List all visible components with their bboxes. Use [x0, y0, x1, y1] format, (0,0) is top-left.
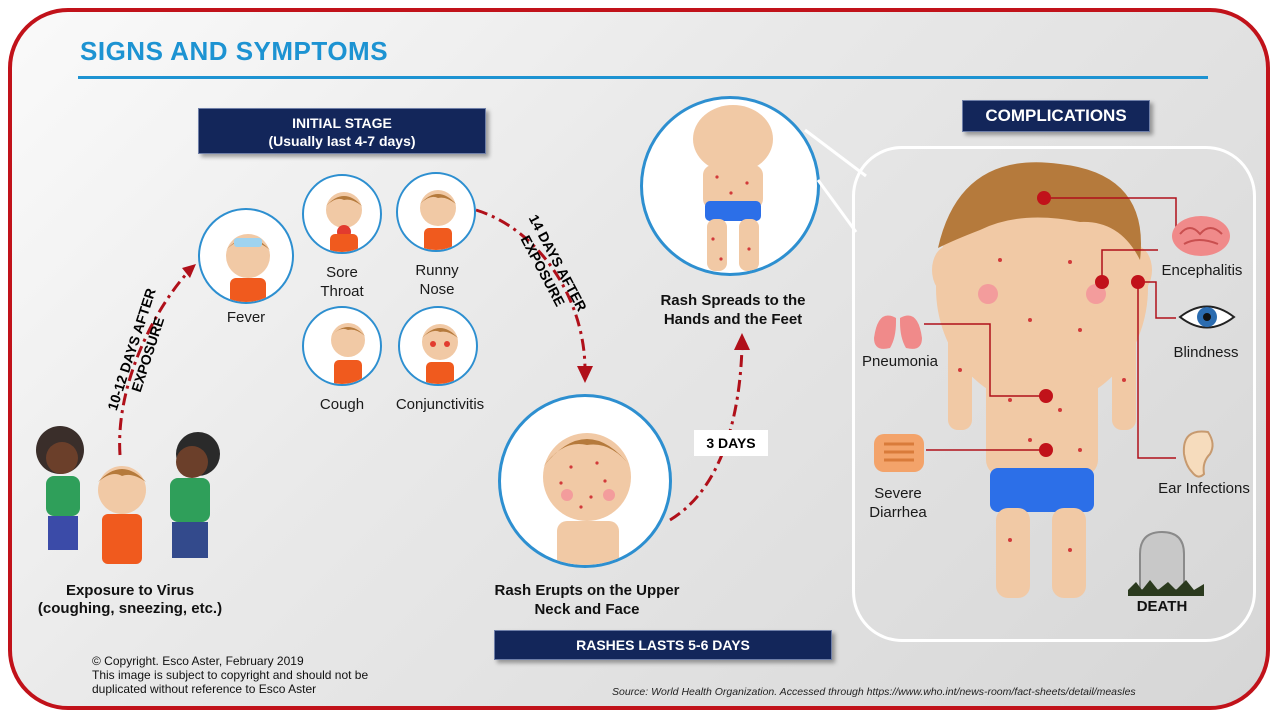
fever-icon [226, 234, 270, 302]
sore-throat-label: Sore Throat [320, 264, 364, 300]
conjunctivitis-icon [422, 324, 458, 384]
runny-nose-label: Runny Nose [415, 262, 459, 298]
sore-throat-icon [326, 192, 362, 252]
intestines-icon [874, 434, 924, 472]
rash-erupts-circle [498, 394, 672, 568]
title-underline [78, 76, 1208, 79]
cough-label: Cough [319, 396, 365, 413]
tombstone-icon [1128, 530, 1204, 596]
conjunctivitis-circle [398, 306, 478, 386]
rash-spreads-label: Rash Spreads to the Hands and the Feet [660, 292, 806, 328]
sore-throat-circle [302, 174, 382, 254]
rash-body-icon [693, 105, 773, 271]
eye-icon [1178, 305, 1236, 329]
encephalitis-label: Encephalitis [1161, 262, 1243, 279]
cough-icon [331, 323, 365, 384]
lungs-icon [874, 302, 922, 349]
initial-stage-box: INITIAL STAGE (Usually last 4-7 days) [198, 108, 486, 154]
source-note: Source: World Health Organization. Acces… [612, 686, 1136, 698]
page-title: SIGNS AND SYMPTOMS [80, 36, 389, 66]
rashes-lasts-box: RASHES LASTS 5-6 DAYS [494, 630, 832, 660]
complications-header: COMPLICATIONS [962, 100, 1150, 132]
complications-panel [852, 146, 1256, 642]
blindness-label: Blindness [1173, 344, 1239, 361]
exposure-label: Exposure to Virus (coughing, sneezing, e… [37, 582, 223, 617]
exposure-children-illustration [36, 426, 220, 564]
rash-spreads-circle [640, 96, 820, 276]
ear-infections-label: Ear Infections [1158, 480, 1250, 497]
runny-nose-circle [396, 172, 476, 252]
death-label: DEATH [1136, 598, 1188, 615]
fever-circle [198, 208, 294, 304]
conjunctivitis-label: Conjunctivitis [395, 396, 485, 413]
copyright-notice: © Copyright. Esco Aster, February 2019 T… [92, 654, 369, 696]
runny-nose-icon [420, 190, 456, 250]
severe-diarrhea-label: Severe Diarrhea [869, 485, 927, 521]
three-days-label: 3 DAYS [694, 430, 768, 456]
initial-stage-title: INITIAL STAGE [292, 115, 392, 131]
pneumonia-label: Pneumonia [862, 353, 938, 370]
rash-face-icon [543, 433, 631, 565]
initial-stage-duration: (Usually last 4-7 days) [268, 133, 416, 149]
cough-circle [302, 306, 382, 386]
rash-erupts-label: Rash Erupts on the Upper Neck and Face [494, 582, 680, 618]
complications-body-illustration [932, 162, 1152, 598]
fever-label: Fever [226, 309, 266, 326]
ear-icon [1182, 430, 1214, 478]
brain-icon [1172, 216, 1230, 256]
